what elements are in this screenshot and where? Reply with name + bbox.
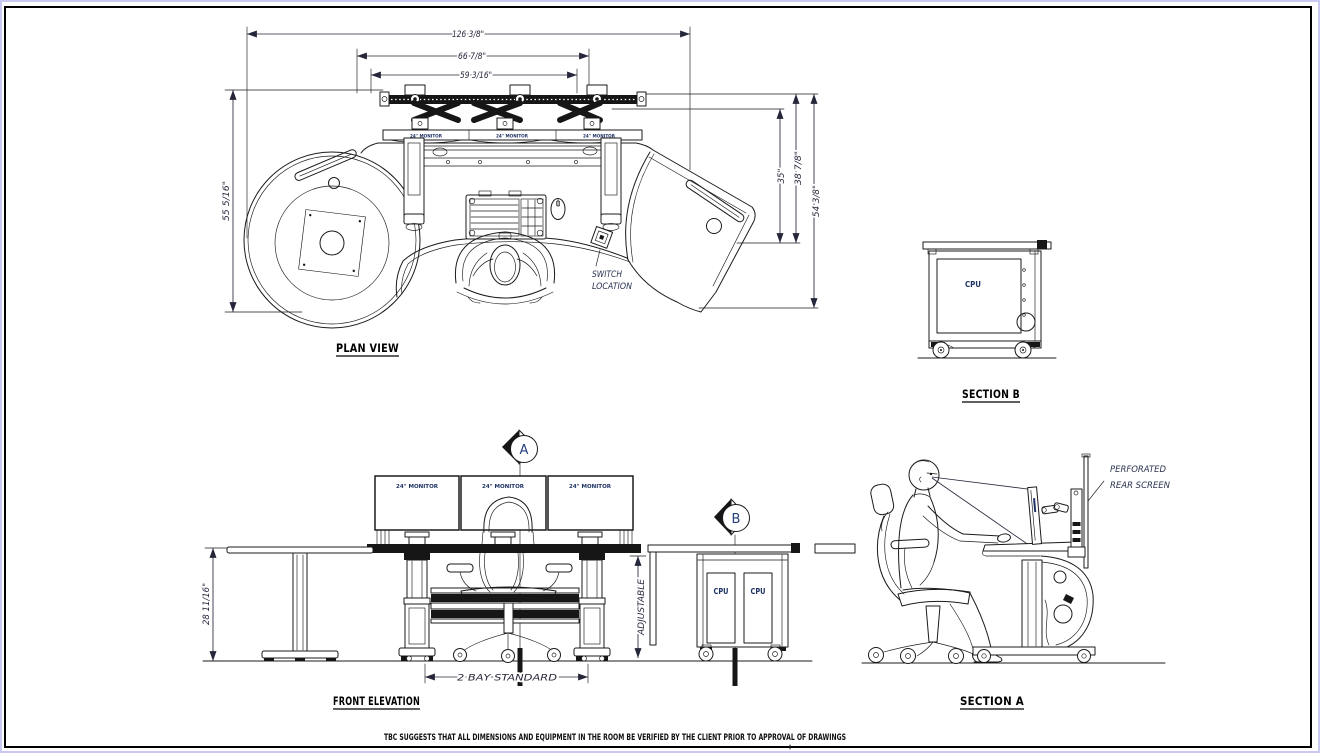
front-elevation: A 24" MONITOR 24" MONITOR 24" MONITOR [200,429,856,710]
chair-side [868,483,988,664]
sitstand-console [972,453,1096,663]
plan-view: 126 3/8" 66 7/8" 59 3/16" 55 5/16" 35" 3… [220,26,824,357]
fe-dim-height: 28 11/16" [200,547,228,662]
monitor-rail: 24" MONITOR 24" MONITOR 24" MONITOR [379,84,647,144]
right-return [685,179,745,234]
left-table [226,546,374,661]
fe-cpu-label-1: CPU [714,587,729,596]
keyboard [465,190,547,240]
monitor-array: 24" MONITOR 24" MONITOR 24" MONITOR [374,475,634,547]
dim-overall-width: 126 3/8" [452,30,484,40]
section-marker-a: A [502,429,538,686]
dim-bay: 2 BAY STANDARD [457,674,558,684]
plan-dimensions: 126 3/8" 66 7/8" 59 3/16" 55 5/16" 35" 3… [220,26,824,313]
cpu-bay: CPU CPU [647,543,856,662]
fe-monitor-label-2: 24" MONITOR [482,484,525,490]
cpu-cart: CPU [917,240,1057,359]
monitor-side [1027,486,1043,545]
dim-return-a: 35" [777,168,787,183]
perforated-label-line1: PERFORATED [1110,465,1166,475]
lift-leg-left [398,553,436,662]
pencil-slot [294,149,357,181]
section-b-title: SECTION B [962,387,1020,401]
operator-side [898,459,1037,663]
left-bulge [243,149,421,329]
task-chair-front [446,496,573,663]
perforated-label-line2: REAR SCREEN [1110,481,1170,491]
switch-location-label-line1: SWITCH [592,270,622,280]
dim-surface-width: 66 7/8" [458,52,486,62]
section-a: PERFORATED REAR SCREEN SECTION A [861,453,1170,710]
section-a-title: SECTION A [960,694,1024,708]
support-rails [403,137,622,231]
rear-screen-label: PERFORATED REAR SCREEN [1087,465,1170,502]
fe-dim-adjustable: ADJUSTABLE [629,555,649,658]
rear-screen [1067,453,1091,569]
fe-monitor-label-1: 24" MONITOR [396,484,439,490]
fe-cpu-label-2: CPU [751,587,766,596]
switch-box: SWITCH LOCATION [590,225,632,292]
operator-chair [454,231,556,305]
dim-adjustable: ADJUSTABLE [637,578,647,636]
plan-view-title: PLAN VIEW [336,341,399,355]
monitor-mounts [376,529,633,547]
mouse [550,198,566,220]
dim-left-depth: 55 5/16" [222,181,232,221]
fe-monitor-label-3: 24" MONITOR [569,484,612,490]
section-b: CPU SECTION B [917,240,1057,403]
switch-location-label-line2: LOCATION [592,282,632,292]
dim-monitor-span: 59 3/16" [460,71,492,81]
dim-return-b: 38 7/8" [794,151,804,185]
fe-dim-bay: 2 BAY STANDARD [424,663,589,685]
plan-monitor-label-3: 24" MONITOR [583,134,616,140]
worksurface [367,544,641,553]
footer-note: TBC SUGGESTS THAT ALL DIMENSIONS AND EQU… [384,733,846,743]
marker-a-letter: A [520,443,529,458]
dim-table-height: 28 11/16" [202,583,212,625]
scissor-arms [411,100,603,123]
console-outline [360,142,756,313]
marker-b-letter: B [732,512,741,527]
plan-monitor-label-1: 24" MONITOR [410,134,443,140]
dim-return-depth: 54 3/8" [812,185,822,217]
sheet-border [4,6,1312,748]
lift-leg-right [573,553,611,662]
section-b-cpu-label: CPU [965,280,981,289]
plan-monitor-label-2: 24" MONITOR [496,134,529,140]
monitor-arm [1041,502,1069,515]
front-elevation-title: FRONT ELEVATION [333,694,420,708]
